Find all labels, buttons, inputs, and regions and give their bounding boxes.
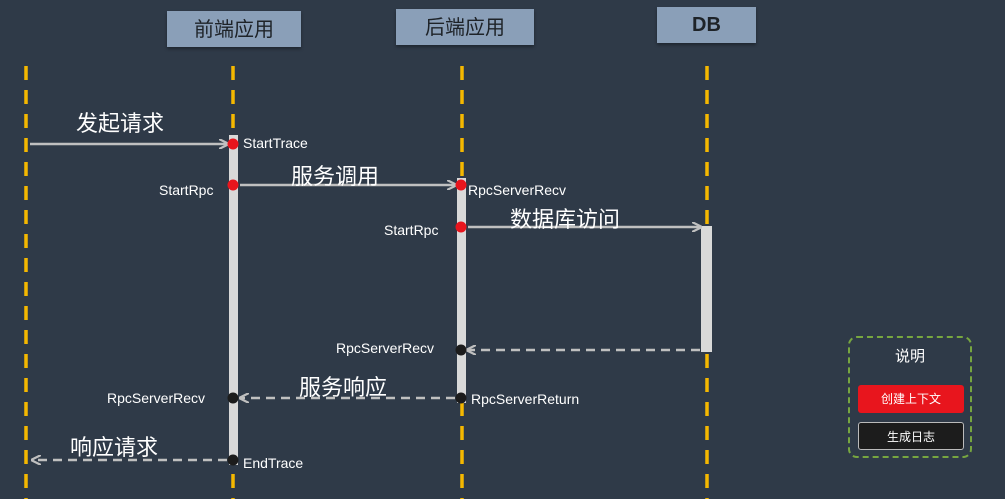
be-rpc-server-recv-dot <box>455 179 467 191</box>
legend: 说明 创建上下文 生成日志 <box>848 336 972 458</box>
fe-start-trace-dot <box>227 138 239 150</box>
fe-start-trace-label: StartTrace <box>243 135 308 151</box>
backend-activation <box>457 178 466 403</box>
be-rpc-server-return-label: RpcServerReturn <box>471 391 580 407</box>
be-rpc-server-recv-return-label: RpcServerRecv <box>336 340 435 356</box>
initiate-request-label: 发起请求 <box>76 112 165 137</box>
be-rpc-server-return-dot <box>455 392 467 404</box>
backend-header: 后端应用 <box>396 9 534 45</box>
service-response-label: 服务响应 <box>299 376 388 401</box>
legend-create-context: 创建上下文 <box>858 385 964 413</box>
fe-start-rpc-label: StartRpc <box>159 182 214 198</box>
fe-rpc-server-recv-label: RpcServerRecv <box>107 390 206 406</box>
frontend-header: 前端应用 <box>167 11 301 47</box>
fe-end-trace-dot <box>227 454 239 466</box>
frontend-activation <box>229 135 238 465</box>
service-call-label: 服务调用 <box>291 165 380 190</box>
response-request-label: 响应请求 <box>70 436 159 461</box>
be-rpc-server-recv-return-dot <box>455 344 467 356</box>
db-activation <box>701 226 712 352</box>
db-header: DB <box>657 7 756 43</box>
legend-title: 说明 <box>894 347 925 365</box>
fe-end-trace-label: EndTrace <box>243 455 304 471</box>
fe-rpc-server-recv-dot <box>227 392 239 404</box>
db-access-label: 数据库访问 <box>510 208 621 233</box>
be-start-rpc-dot <box>455 221 467 233</box>
be-start-rpc-label: StartRpc <box>384 222 439 238</box>
legend-generate-log: 生成日志 <box>858 422 964 450</box>
be-rpc-server-recv-label: RpcServerRecv <box>468 182 567 198</box>
fe-start-rpc-dot <box>227 179 239 191</box>
